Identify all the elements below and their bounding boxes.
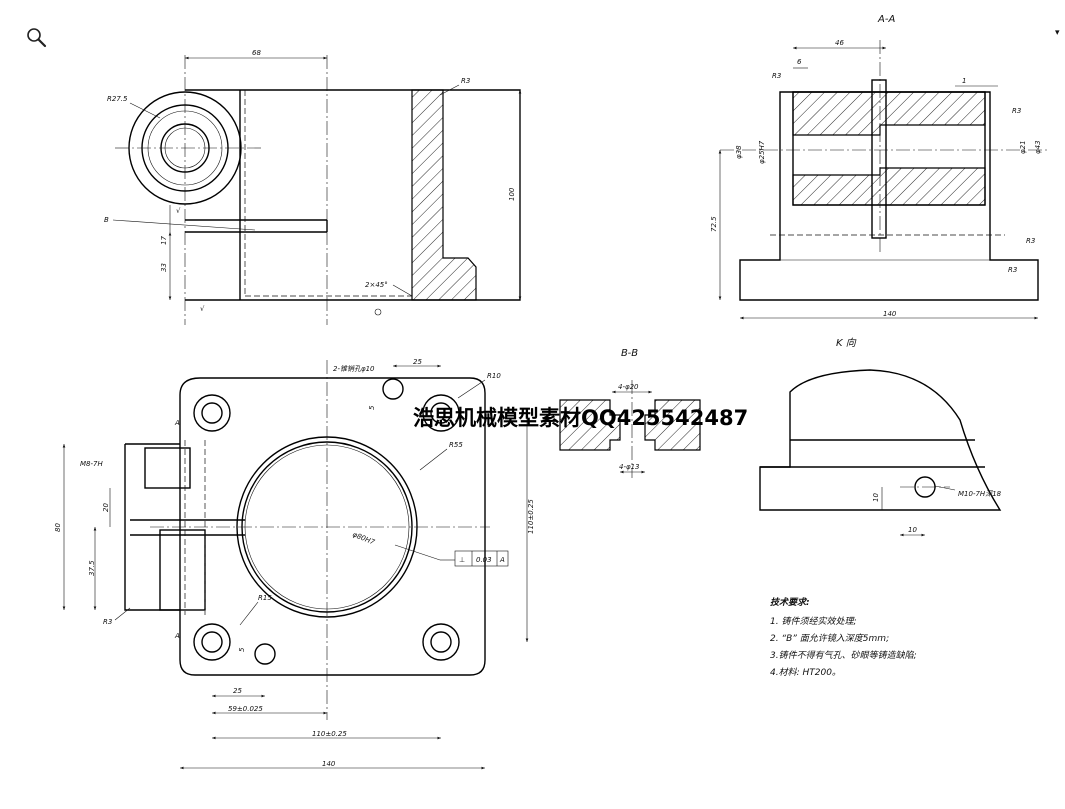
view-title-bb: B-B	[621, 348, 638, 359]
tolerance-datum: A	[499, 556, 505, 564]
dim-80: 80	[54, 523, 62, 532]
radius-r15: R15	[258, 594, 272, 602]
tolerance-value: 0.03	[476, 556, 492, 564]
dim-725: 72.5	[710, 216, 718, 232]
note-3: 3.铸件不得有气孔、砂眼等铸造缺陷;	[770, 650, 917, 661]
section-mark-a1: A	[174, 419, 180, 427]
bb-dim-bottom: 4-φ13	[619, 463, 640, 471]
dim-46: 46	[835, 39, 844, 47]
view-k: K 向 M10-7H深18 10 10	[759, 337, 1002, 537]
dim-68: 68	[252, 49, 261, 57]
dim-d25: φ25H7	[758, 140, 766, 164]
front-view: 68 100 33 17 R27.5 R3 2×45° B √ √	[104, 49, 522, 325]
dim-17: 17	[160, 236, 168, 245]
dim-375: 37.5	[88, 560, 96, 576]
dim-10-v: 10	[872, 493, 880, 502]
radius-r3: R3	[461, 77, 470, 85]
dim-140-plan: 140	[322, 760, 336, 768]
dim-59: 59±0.025	[228, 705, 263, 713]
dim-33: 33	[160, 263, 168, 272]
note-4: 4.材料: HT200。	[770, 667, 841, 678]
dim-25-bottom: 25	[233, 687, 242, 695]
dim-25-top: 25	[413, 358, 422, 366]
bolt-hole-br	[422, 623, 460, 661]
section-mark-a2: A	[174, 632, 180, 640]
bolt-hole-bl	[193, 623, 231, 661]
dim-1: 1	[962, 77, 966, 85]
technical-notes: 技术要求: 1. 铸件须经实效处理; 2. “B” 面允许镜入深度5mm; 3.…	[770, 597, 917, 678]
pin-hole-bottom	[254, 643, 276, 665]
section-bb-view: B-B 4-φ20 4-φ13	[559, 348, 701, 478]
dim-6: 6	[797, 58, 802, 66]
watermark-text: 浩思机械模型素材QQ425542487	[413, 406, 748, 430]
view-title-aa: A-A	[877, 14, 895, 25]
note-1: 1. 铸件须经实效处理;	[770, 616, 856, 627]
radius-r3-top: R3	[772, 72, 781, 80]
dim-d21: φ21	[1019, 140, 1027, 154]
view-title-k: K 向	[836, 337, 857, 349]
label-b: B	[104, 216, 109, 224]
section-aa-view: A-A 46 6 1 R3 R3 R3 R3 φ38 φ25H7 φ21 φ43	[710, 14, 1050, 320]
note-2: 2. “B” 面允许镜入深度5mm;	[770, 633, 889, 644]
bore-dim: φ80H7	[351, 530, 376, 546]
holes-note: 2-锥销孔φ10	[333, 365, 375, 373]
radius-r55: R55	[449, 441, 463, 449]
chamfer-2x45: 2×45°	[365, 281, 388, 289]
dim-5-bottom: 5	[238, 647, 246, 652]
thread-m10: M10-7H深18	[958, 490, 1002, 498]
radius-r3-c: R3	[1012, 107, 1021, 115]
dim-d38: φ38	[735, 145, 743, 159]
thread-m8: M8-7H	[80, 460, 103, 468]
dim-20: 20	[102, 503, 110, 512]
plan-view: 2-锥销孔φ10 25 5 R10 R55 R15 R3 φ80H7 M8-7H…	[54, 358, 535, 770]
zoom-magnifier-icon[interactable]	[26, 27, 48, 49]
bolt-hole-tl	[193, 394, 231, 432]
dim-d43: φ43	[1034, 140, 1042, 154]
roughness-1: √	[176, 207, 181, 215]
dim-140-aa: 140	[883, 310, 897, 318]
bb-dim-top: 4-φ20	[618, 383, 639, 391]
radius-r3-b: R3	[1008, 266, 1017, 274]
roughness-2: √	[200, 305, 205, 313]
pin-hole-top	[382, 378, 404, 400]
radius-r275: R27.5	[107, 95, 128, 103]
radius-r3-plan: R3	[103, 618, 112, 626]
dim-5-top: 5	[368, 405, 376, 410]
bolt-hole-tr	[422, 394, 460, 432]
dim-110-vertical: 110±0.25	[527, 499, 535, 534]
corner-marker-icon: ▾	[1055, 28, 1060, 38]
tolerance-symbol: ⊥	[459, 556, 465, 564]
dim-10-h: 10	[908, 526, 917, 534]
radius-r3-a: R3	[1026, 237, 1035, 245]
notes-title: 技术要求:	[770, 597, 810, 608]
dim-100: 100	[508, 187, 516, 201]
radius-r10: R10	[487, 372, 501, 380]
dim-110-horizontal: 110±0.25	[312, 730, 347, 738]
